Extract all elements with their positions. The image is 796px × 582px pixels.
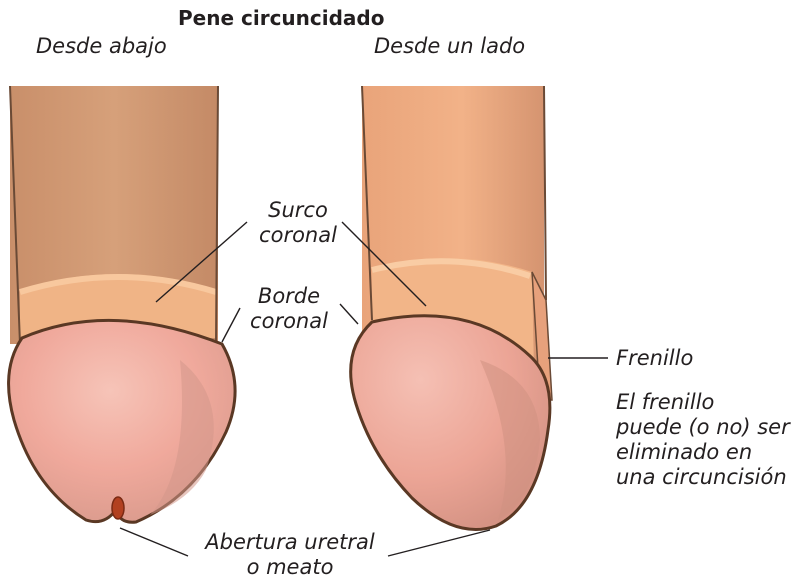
leader-ridge-left [222, 308, 240, 342]
frenulum-note-line2: puede (o no) ser [616, 415, 790, 440]
side-view-illustration [351, 86, 552, 530]
label-coronal-ridge-line1: Borde [246, 284, 332, 309]
view-label-bottom: Desde abajo [36, 34, 167, 59]
label-coronal-sulcus-line1: Surco [258, 198, 338, 223]
label-urethral-opening-line2: o meato [196, 555, 384, 580]
bottom-view-illustration [9, 86, 236, 522]
label-coronal-sulcus: Surco coronal [258, 198, 338, 248]
frenulum-note-line3: eliminado en [616, 440, 790, 465]
frenulum-note-line4: una circuncisión [616, 465, 790, 490]
label-frenulum: Frenillo [616, 346, 693, 371]
frenulum-note: El frenillo puede (o no) ser eliminado e… [616, 390, 790, 490]
leader-meatus-left [120, 528, 188, 556]
diagram-title: Pene circuncidado [178, 6, 384, 30]
label-coronal-ridge: Borde coronal [246, 284, 332, 334]
leader-ridge-right [340, 304, 358, 324]
label-urethral-opening-line1: Abertura uretral [196, 530, 384, 555]
leader-meatus-right [388, 530, 490, 556]
label-coronal-sulcus-line2: coronal [258, 223, 338, 248]
frenulum-note-line1: El frenillo [616, 390, 790, 415]
view-label-side: Desde un lado [374, 34, 525, 59]
label-coronal-ridge-line2: coronal [246, 309, 332, 334]
label-urethral-opening: Abertura uretral o meato [196, 530, 384, 580]
meatus [112, 497, 124, 519]
